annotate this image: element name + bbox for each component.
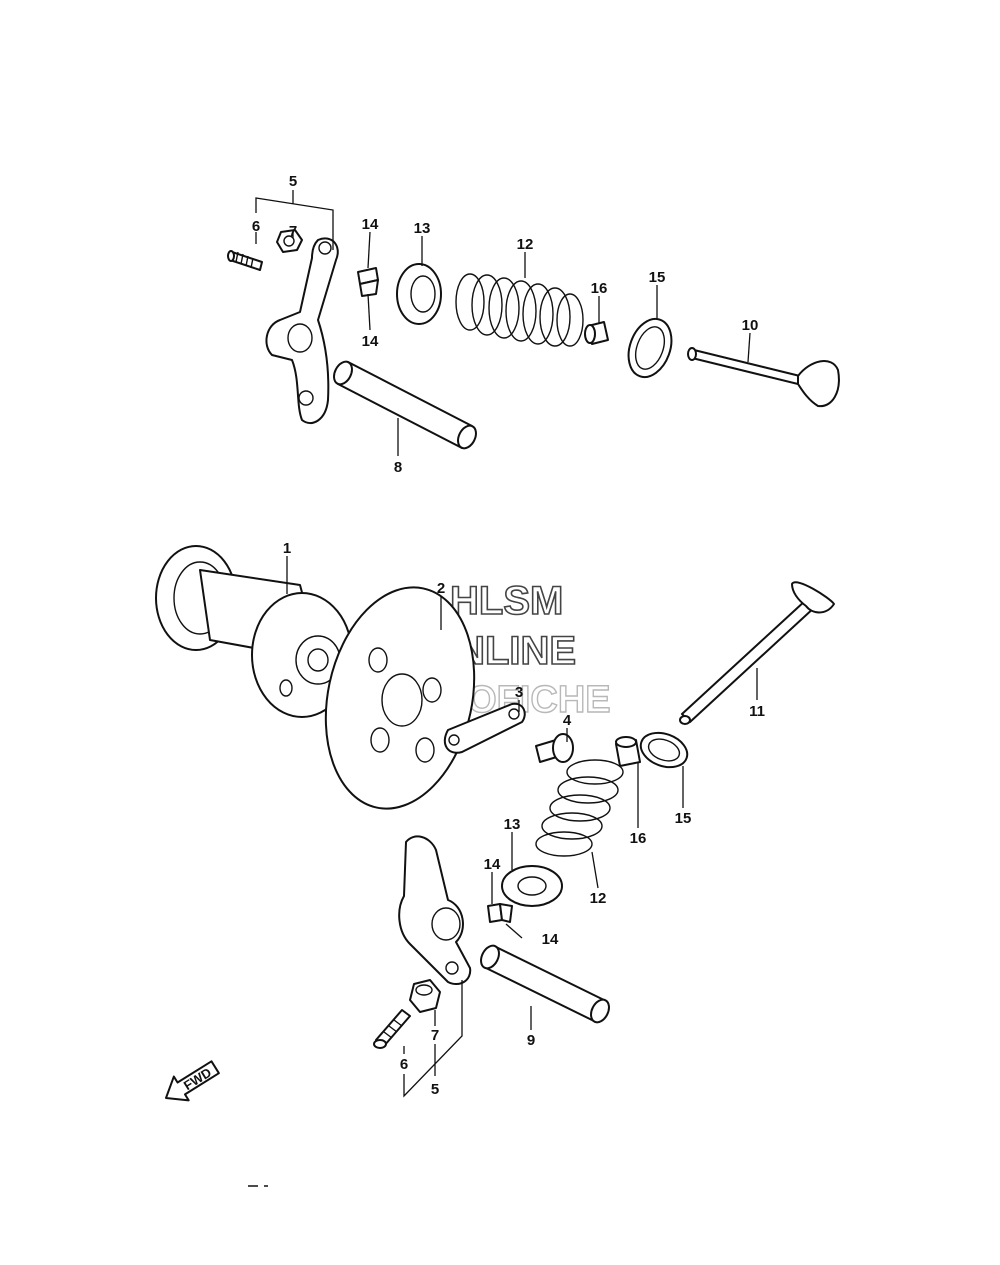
callout-12-bottom: 12 (590, 890, 607, 907)
part-15-washer-top (627, 317, 673, 379)
leader-lines (255, 190, 758, 1098)
part-6-adjust-screw-bottom (373, 1009, 411, 1049)
part-13-retainer-top (396, 263, 442, 325)
callout-11: 11 (749, 703, 765, 720)
part-11-valve-bottom (679, 581, 835, 725)
part-1-camshaft (155, 545, 353, 718)
callout-6-bottom: 6 (400, 1056, 408, 1073)
callout-13-top: 13 (414, 220, 431, 237)
callout-16-top: 16 (591, 280, 608, 297)
callout-14-top-a: 14 (362, 216, 379, 233)
callout-5-bottom: 5 (431, 1081, 439, 1098)
callout-5-top: 5 (289, 173, 297, 190)
part-13-retainer-bottom (501, 865, 563, 907)
callout-4: 4 (563, 712, 572, 729)
part-5-rocker-arm-top (265, 237, 339, 425)
part-4-bolt (535, 733, 574, 763)
callout-16-bottom: 16 (630, 830, 647, 847)
part-15-washer-bottom (639, 731, 689, 769)
callout-13-bottom: 13 (504, 816, 521, 833)
part-2-sprocket (324, 586, 476, 810)
callout-14-bottom-a: 14 (484, 856, 501, 873)
part-16-seal-bottom (615, 736, 641, 767)
part-5-rocker-arm-bottom (398, 835, 472, 986)
callout-14-top-b: 14 (362, 333, 379, 350)
forward-arrow-icon: FWD (165, 1060, 220, 1102)
callout-1: 1 (283, 540, 291, 557)
callout-9: 9 (527, 1032, 535, 1049)
part-9-shaft-bottom (480, 944, 610, 1024)
callout-10: 10 (742, 317, 759, 334)
part-12-spring-top (455, 273, 584, 347)
part-7-nut-bottom (409, 979, 441, 1013)
part-10-valve-top (687, 347, 840, 408)
watermark-line1: HLSM (450, 579, 563, 623)
part-14-cotter-bottom (487, 903, 513, 923)
callout-2: 2 (437, 580, 445, 597)
callout-7-top: 7 (289, 223, 297, 240)
callout-3: 3 (515, 684, 523, 701)
callout-15-bottom: 15 (675, 810, 692, 827)
part-6-adjust-screw-top (227, 250, 263, 271)
callout-7-bottom: 7 (431, 1027, 439, 1044)
callout-labels: 5 6 7 14 14 13 12 16 15 10 8 1 2 3 4 11 … (252, 173, 765, 1098)
callout-8: 8 (394, 459, 402, 476)
part-8-shaft-top (333, 360, 477, 450)
part-7-nut-top (276, 229, 303, 253)
callout-14-bottom-b: 14 (542, 931, 559, 948)
part-16-seal-top (584, 321, 609, 345)
part-12-spring-bottom (535, 759, 624, 857)
callout-6-top: 6 (252, 218, 260, 235)
callout-15-top: 15 (649, 269, 666, 286)
callout-12-top: 12 (517, 236, 534, 253)
part-14-cotter-top (357, 267, 379, 297)
